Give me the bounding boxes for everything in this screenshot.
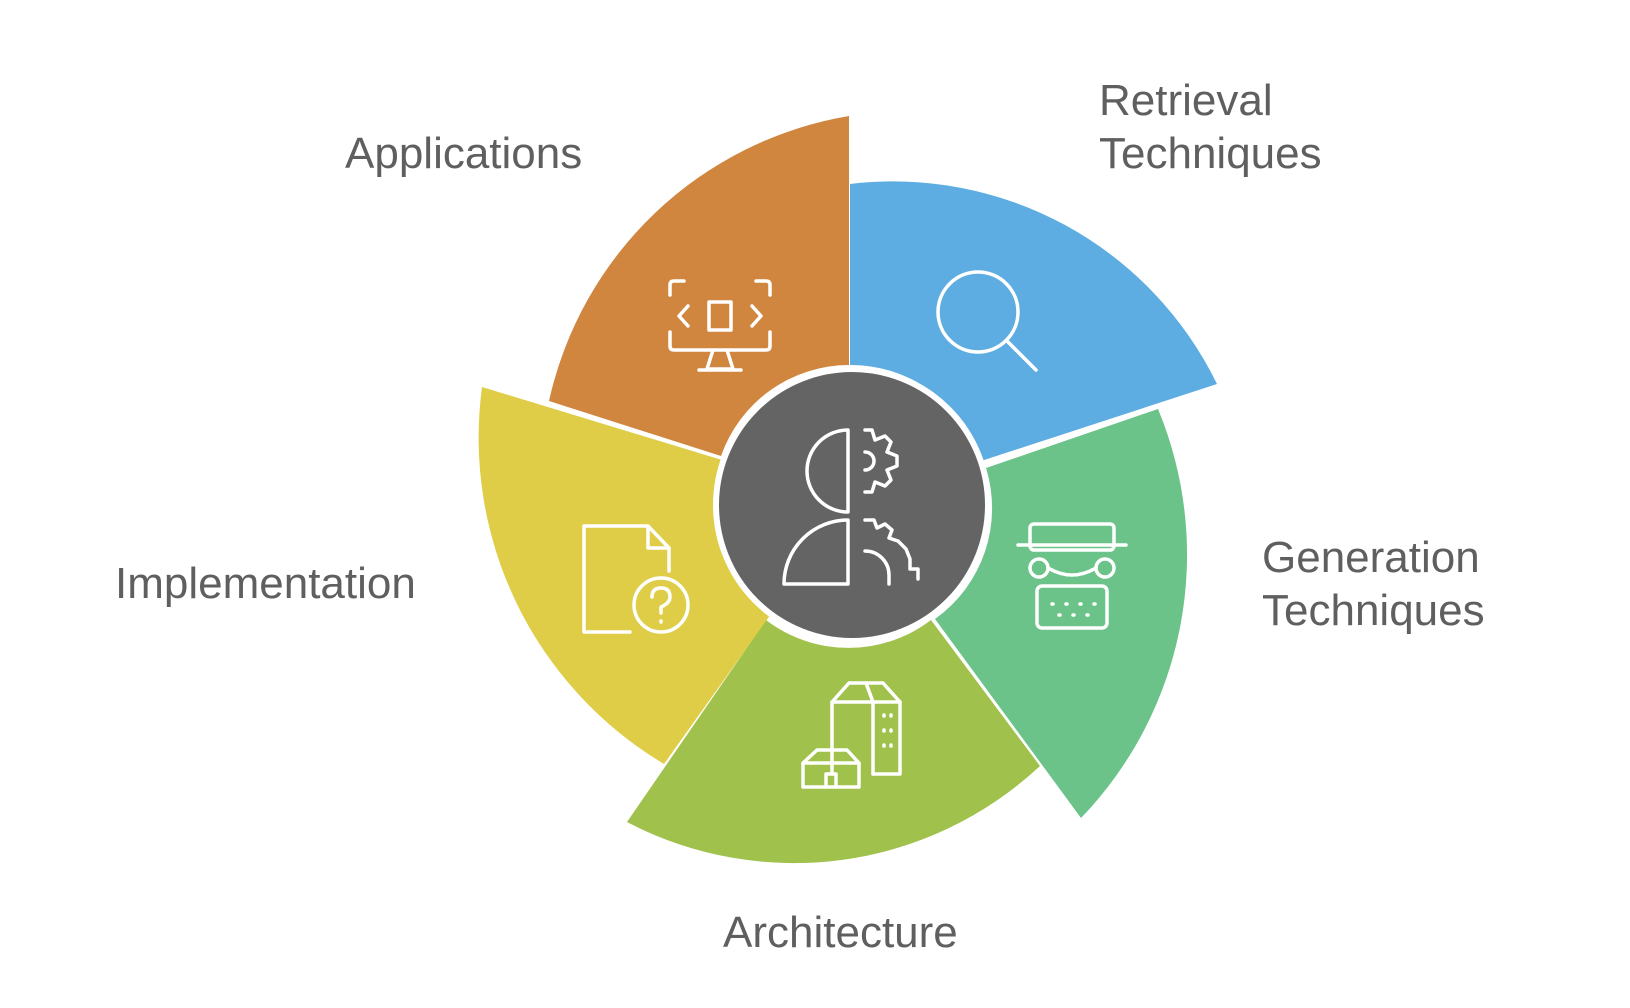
label-applications: Applications — [345, 127, 582, 180]
label-generation-line-2: Techniques — [1262, 586, 1485, 635]
label-generation-line-1: Generation — [1262, 533, 1480, 582]
human-gear-icon — [782, 428, 920, 586]
typewriter-icon — [1016, 522, 1128, 630]
label-retrieval-line-2: Techniques — [1099, 129, 1322, 178]
document-question-icon — [582, 524, 690, 634]
label-retrieval-techniques: Retrieval Techniques — [1099, 74, 1322, 180]
label-retrieval-line-1: Retrieval — [1099, 76, 1273, 125]
segment-generation-techniques — [935, 409, 1188, 818]
label-architecture-line-1: Architecture — [723, 908, 958, 957]
buildings-icon — [801, 681, 902, 789]
label-implementation-line-1: Implementation — [115, 559, 416, 608]
label-implementation: Implementation — [115, 557, 416, 610]
label-generation-techniques: Generation Techniques — [1262, 531, 1485, 637]
label-applications-line-1: Applications — [345, 129, 583, 178]
segment-applications — [549, 116, 849, 456]
segment-implementation — [478, 387, 771, 764]
center-disc — [713, 366, 991, 644]
magnifier-icon — [936, 270, 1038, 372]
monitor-code-icon — [668, 279, 772, 372]
segment-retrieval-techniques — [850, 181, 1217, 461]
label-architecture: Architecture — [723, 906, 958, 959]
